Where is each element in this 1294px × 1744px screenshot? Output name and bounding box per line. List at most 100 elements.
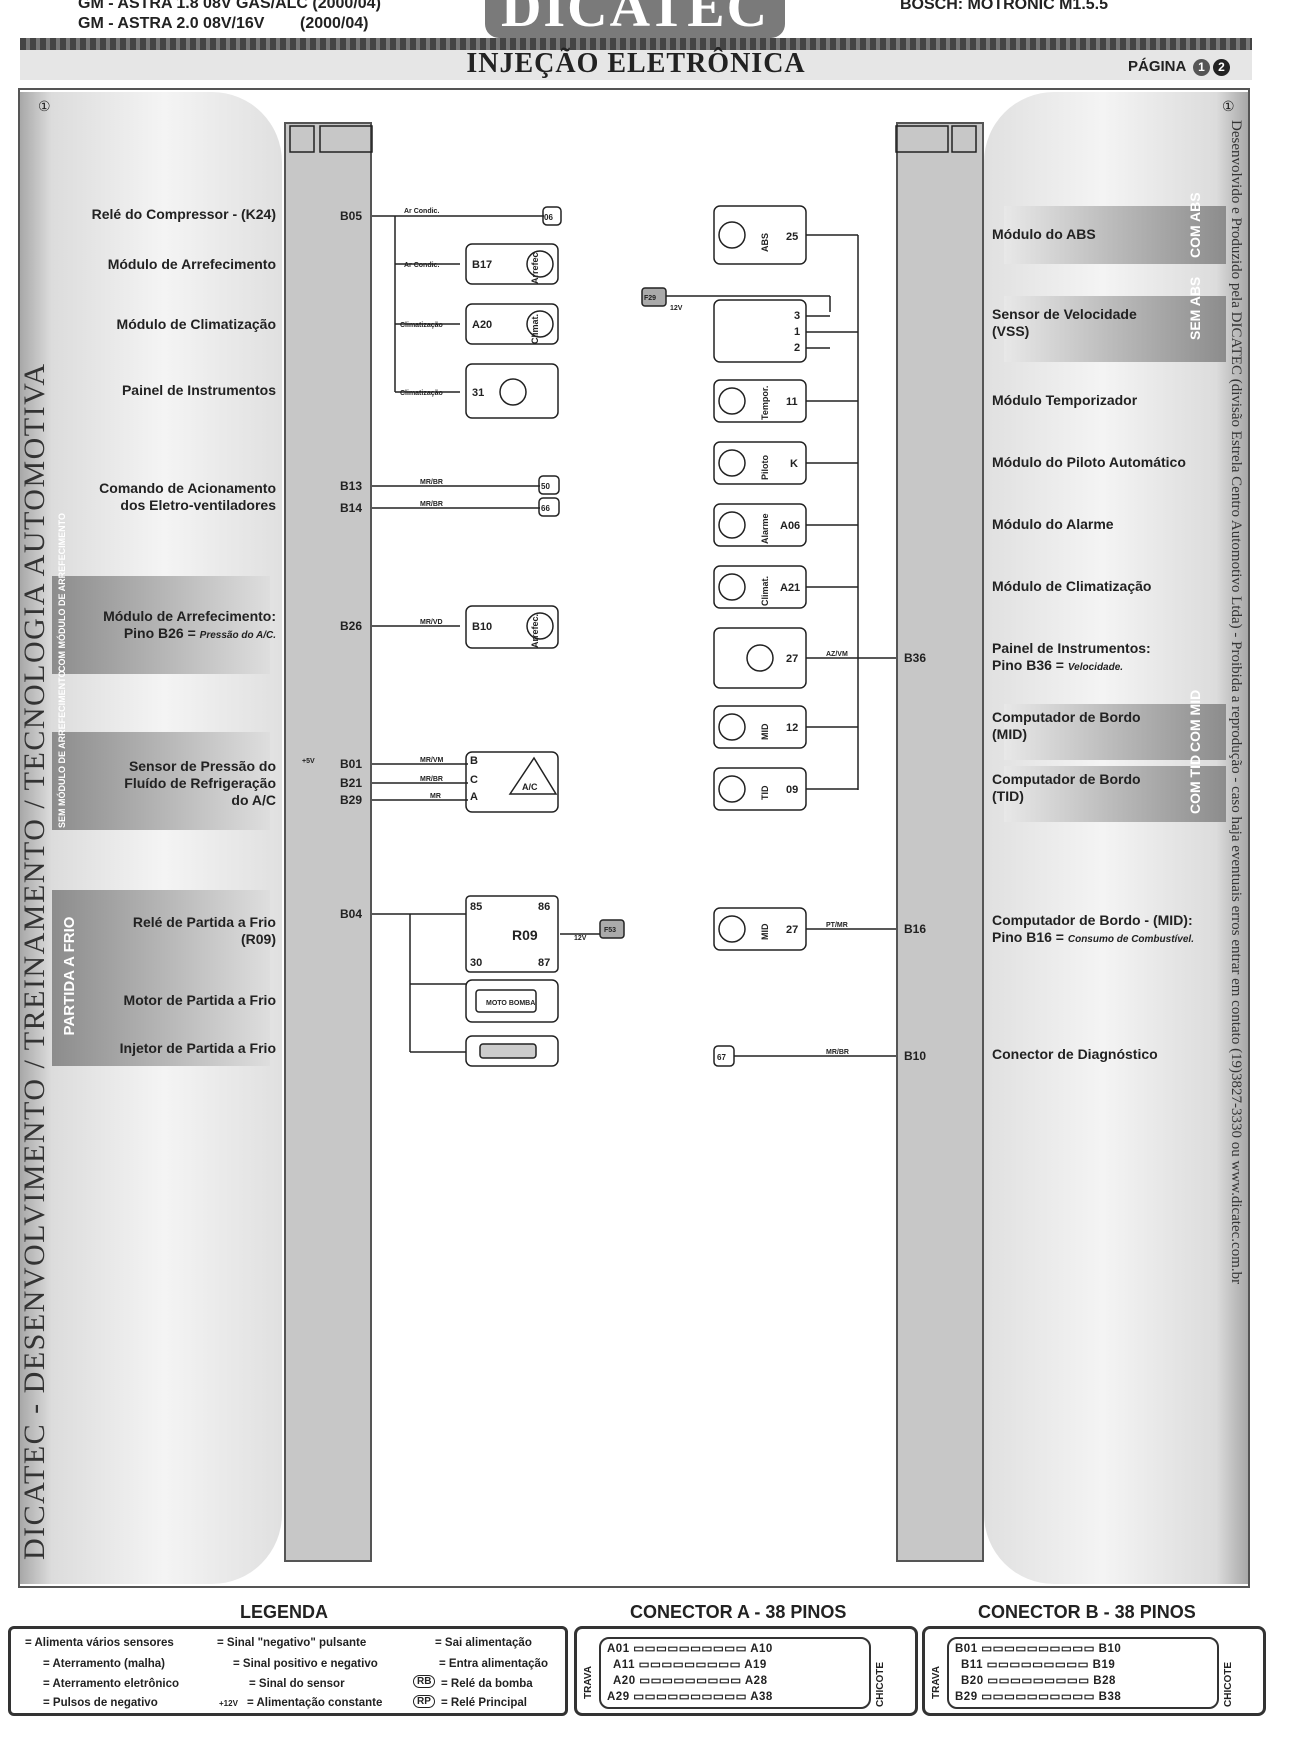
component-label: Piloto bbox=[760, 455, 770, 480]
component-label: Arrefec. bbox=[530, 250, 540, 284]
label-modulo-arrefecimento-b26: Módulo de Arrefecimento: Pino B26 = Pres… bbox=[103, 608, 276, 641]
component-label: A/C bbox=[522, 782, 538, 792]
rb-badge: RB bbox=[413, 1675, 436, 1688]
arrow-up-icon-left bbox=[289, 125, 315, 153]
tag-bar-com-mid bbox=[1004, 704, 1226, 760]
legend-item: = Sinal do sensor bbox=[249, 1678, 345, 1690]
legend-box: = Alimenta vários sensores = Sinal "nega… bbox=[8, 1626, 568, 1716]
connector-b-chicote: CHICOTE bbox=[1223, 1662, 1234, 1707]
connector-b-row: B29 ▭▭▭▭▭▭▭▭▭▭ B38 bbox=[955, 1691, 1122, 1703]
left-label-panel bbox=[20, 92, 282, 1584]
connector-a-chicote: CHICOTE bbox=[875, 1662, 886, 1707]
component-label: Arrefec. bbox=[530, 614, 540, 648]
page-2-badge: 2 bbox=[1212, 59, 1230, 76]
wire-label: AZ/VM bbox=[826, 651, 848, 658]
connector-a-body bbox=[599, 1637, 871, 1709]
ecu-connector-bar-left bbox=[284, 122, 372, 1562]
component-label: 87 bbox=[538, 957, 550, 969]
component-label: 25 bbox=[786, 231, 798, 243]
pin-label: B14 bbox=[340, 501, 362, 515]
connector-a-trava: TRAVA bbox=[583, 1666, 594, 1699]
title-bar bbox=[20, 50, 1252, 80]
connector-b-row: B11 ▭▭▭▭▭▭▭▭▭ B19 bbox=[961, 1659, 1116, 1671]
pin-label: B05 bbox=[340, 209, 362, 223]
connector-b-trava: TRAVA bbox=[931, 1666, 942, 1699]
label-conector-diagnostico: Conector de Diagnóstico bbox=[992, 1046, 1158, 1062]
wire-label: +5V bbox=[302, 758, 315, 765]
diagram-frame bbox=[18, 88, 1250, 1588]
tag-bar-sem-modulo bbox=[52, 732, 270, 830]
connector-b-row: B20 ▭▭▭▭▭▭▭▭▭ B28 bbox=[961, 1675, 1116, 1687]
component-label: MID bbox=[760, 923, 770, 940]
legend-item: = Relé da bomba bbox=[441, 1678, 533, 1690]
component-label: Alarme bbox=[760, 513, 770, 544]
wire-label: MR bbox=[430, 793, 441, 800]
component-label: 30 bbox=[470, 957, 482, 969]
component-label: TID bbox=[760, 785, 770, 800]
label-computador-bordo-tid: Computador de Bordo (TID) bbox=[992, 771, 1141, 804]
wire-label: 12V bbox=[574, 935, 587, 942]
rp-badge: RP bbox=[413, 1695, 435, 1708]
component-label: 3 bbox=[794, 310, 800, 322]
label-injetor-partida-frio: Injetor de Partida a Frio bbox=[119, 1040, 276, 1056]
tag-bar-partida-frio bbox=[52, 890, 270, 1066]
connector-b-row: B01 ▭▭▭▭▭▭▭▭▭▭ B10 bbox=[955, 1643, 1122, 1655]
dicatec-logo: DICATEC bbox=[485, 0, 785, 38]
component-label: Tempor. bbox=[760, 386, 770, 420]
page-label: PÁGINA bbox=[1128, 58, 1186, 75]
vehicle-line-1: GM - ASTRA 1.8 08V GAS/ALC (2000/04) bbox=[78, 0, 381, 12]
component-label: 06 bbox=[544, 213, 553, 222]
component-label: 85 bbox=[470, 901, 482, 913]
tag-bar-com-abs bbox=[1004, 206, 1226, 264]
corner-mark-left: ① bbox=[38, 98, 51, 114]
wire-label: MR/BR bbox=[420, 479, 443, 486]
component-label: Climat. bbox=[760, 576, 770, 606]
ecu-connector-bar-right bbox=[896, 122, 984, 1562]
connector-a-row: A20 ▭▭▭▭▭▭▭▭▭ A28 bbox=[613, 1675, 768, 1687]
vehicle-line-2: GM - ASTRA 2.0 08V/16V (2000/04) bbox=[78, 15, 369, 32]
connector-b-body bbox=[947, 1637, 1219, 1709]
component-label: 2 bbox=[794, 342, 800, 354]
component-label: 27 bbox=[786, 653, 798, 665]
component-label: 27 bbox=[786, 924, 798, 936]
pin-label: B04 bbox=[340, 907, 362, 921]
label-piloto-automatico: Módulo do Piloto Automático bbox=[992, 454, 1186, 470]
corner-mark-right: ① bbox=[1222, 98, 1235, 114]
wire-label: 12V bbox=[670, 305, 683, 312]
label-computador-bordo-b16: Computador de Bordo - (MID): Pino B16 = … bbox=[992, 912, 1194, 945]
pin-label: B01 bbox=[340, 757, 362, 771]
label-modulo-alarme: Módulo do Alarme bbox=[992, 516, 1114, 532]
component-label: ABS bbox=[760, 233, 770, 252]
engine-icon-right bbox=[895, 125, 949, 153]
header-stripe bbox=[20, 38, 1252, 50]
legend-item: = Relé Principal bbox=[441, 1697, 527, 1709]
connector-a-row: A01 ▭▭▭▭▭▭▭▭▭▭ A10 bbox=[607, 1643, 773, 1655]
pin-label: B10 bbox=[904, 1049, 926, 1063]
wire-label: Climatização bbox=[400, 390, 443, 397]
connector-a-row: A29 ▭▭▭▭▭▭▭▭▭▭ A38 bbox=[607, 1691, 773, 1703]
label-modulo-climatizacao-r: Módulo de Climatização bbox=[992, 578, 1152, 594]
component-label: 12 bbox=[786, 722, 798, 734]
component-label: F29 bbox=[644, 295, 656, 302]
pin-label: B13 bbox=[340, 479, 362, 493]
legend-item: = Aterramento (malha) bbox=[43, 1658, 165, 1670]
component-label: Climat. bbox=[530, 314, 540, 344]
connector-b-title: CONECTOR B - 38 PINOS bbox=[978, 1602, 1196, 1622]
wire-label: MR/VM bbox=[420, 757, 444, 764]
plus12v-badge: +12V bbox=[219, 1699, 238, 1708]
connector-a-title: CONECTOR A - 38 PINOS bbox=[630, 1602, 847, 1622]
component-label: A21 bbox=[780, 582, 800, 594]
label-rele-compressor: Relé do Compressor - (K24) bbox=[91, 206, 276, 222]
legend-item: = Sinal "negativo" pulsante bbox=[217, 1637, 367, 1649]
component-label: A bbox=[470, 791, 478, 803]
legend-item: = Aterramento eletrônico bbox=[43, 1678, 180, 1690]
legend-item: = Alimentação constante bbox=[247, 1697, 383, 1709]
wiring-diagram: B05 B13 B14 B26 B01 B21 B29 B04 B36 B16 … bbox=[289, 125, 977, 1067]
component-label: MID bbox=[760, 723, 770, 740]
wire-label: MR/BR bbox=[826, 1049, 849, 1056]
component-label: 09 bbox=[786, 784, 798, 796]
label-comando-eletroventiladores: Comando de Acionamento dos Eletro-ventil… bbox=[99, 480, 276, 513]
vehicle-info: GM - ASTRA 1.8 08V GAS/ALC (2000/04) GM … bbox=[78, 0, 381, 34]
tag-bar-com-tid bbox=[1004, 766, 1226, 822]
component-label: 31 bbox=[472, 387, 484, 399]
